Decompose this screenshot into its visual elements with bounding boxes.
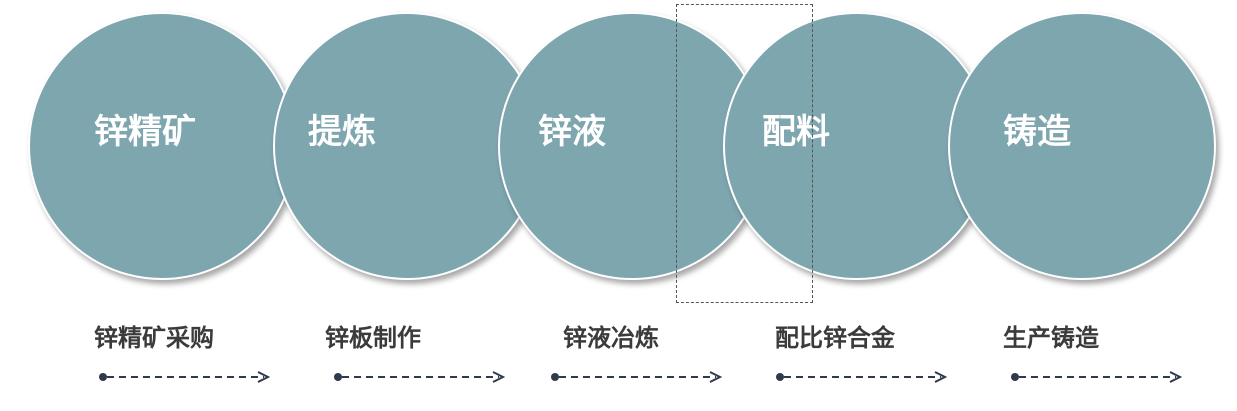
- stage-circle-5: [948, 12, 1216, 280]
- stage-circle-1: [28, 12, 296, 280]
- step-label-3: 锌液冶炼: [563, 324, 659, 352]
- selection-box[interactable]: [676, 4, 813, 303]
- step-label-5: 生产铸造: [1003, 324, 1099, 352]
- stage-circle-label-2: 提炼: [308, 112, 376, 152]
- flow-arrow-5: [1011, 371, 1183, 383]
- stage-circle-label-3: 锌液: [538, 112, 606, 152]
- flow-arrow-1: [99, 371, 271, 383]
- step-label-4: 配比锌合金: [775, 324, 895, 352]
- stage-circle-2: [273, 12, 541, 280]
- flow-arrow-2: [334, 371, 506, 383]
- stage-circle-3: [498, 12, 766, 280]
- step-label-2: 锌板制作: [325, 324, 421, 352]
- stage-circle-4: [723, 12, 991, 280]
- stage-circle-label-1: 锌精矿: [94, 112, 196, 152]
- stage-circle-label-4: 配料: [762, 112, 830, 152]
- flow-arrow-4: [776, 371, 948, 383]
- flow-arrow-3: [551, 371, 723, 383]
- step-label-1: 锌精矿采购: [94, 324, 214, 352]
- stage-circle-label-5: 铸造: [1003, 112, 1071, 152]
